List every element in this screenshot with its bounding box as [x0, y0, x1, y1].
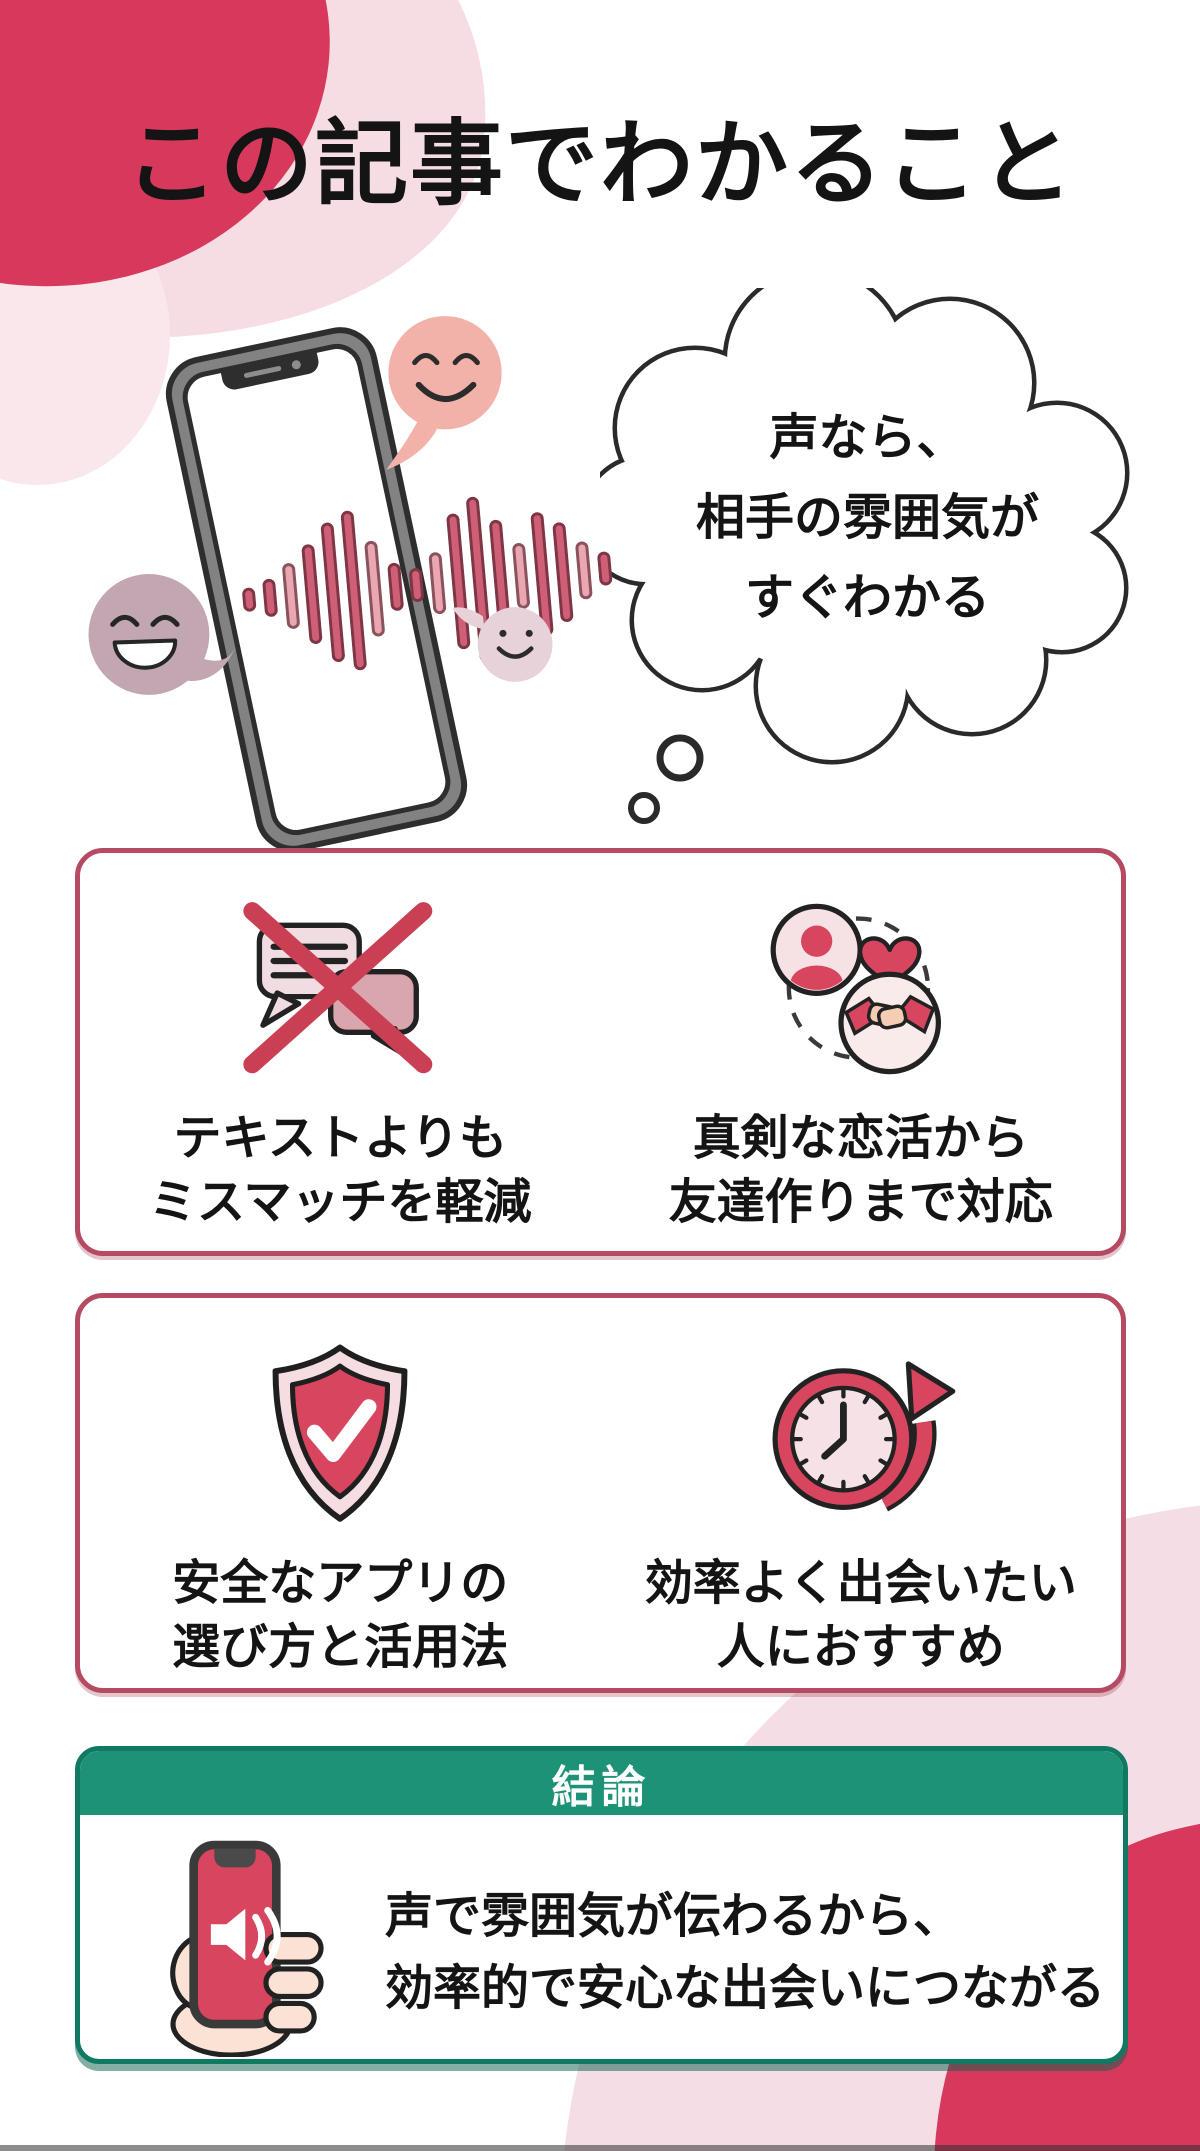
clock-arrow-icon [758, 1338, 963, 1530]
waveform-bar [301, 543, 323, 645]
conclusion-header-label: 結論 [551, 1763, 652, 1812]
waveform-bar [261, 578, 279, 618]
hand-phone-speaker-icon [142, 1831, 340, 2059]
match-heart-handshake-icon [761, 893, 961, 1085]
feature-text: 安全なアプリの 選び方と活用法 [172, 1557, 509, 1674]
smiley-bubble-mauve-icon [88, 574, 236, 695]
thought-line: 相手の雰囲気が [695, 491, 1039, 545]
waveform-bar [364, 540, 386, 638]
shield-check-icon [254, 1338, 426, 1530]
feature-card-2: 安全なアプリの 選び方と活用法 [75, 1293, 1126, 1693]
conclusion-header: 結論 [80, 1751, 1123, 1815]
page-title: この記事でわかること [125, 112, 1075, 216]
feature-card-1: テキストよりも ミスマッチを軽減 [75, 848, 1126, 1256]
feature-text: 効率よく出会いたい 人におすすめ [644, 1557, 1077, 1674]
feature-text: 真剣な恋活から 友達作りまで対応 [668, 1112, 1053, 1229]
waveform-bar [428, 551, 447, 615]
waveform-bar [241, 587, 257, 613]
waveform-bar [408, 567, 425, 603]
feature-item: テキストよりも ミスマッチを軽減 [80, 853, 601, 1251]
waveform-bar [387, 562, 405, 612]
no-text-chat-icon [238, 893, 443, 1085]
thought-bubble [600, 288, 1130, 824]
thought-bubble-text: 声なら、 相手の雰囲気が すぐわかる [640, 398, 1095, 638]
feature-text: テキストよりも ミスマッチを軽減 [148, 1112, 532, 1229]
phone-speaker [242, 365, 282, 379]
smiley-bubble-pink-icon [386, 316, 502, 470]
feature-item: 真剣な恋活から 友達作りまで対応 [601, 853, 1122, 1251]
waveform-bar [320, 522, 346, 663]
phone-camera-dot [290, 359, 302, 371]
conclusion-text: 声で雰囲気が伝わるから、 効率的で安心な出会いにつながる [385, 1890, 1106, 2015]
waveform-bar [281, 562, 301, 630]
bottom-edge-strip [0, 2145, 1200, 2151]
conclusion-card: 結論 声で雰囲気が伝わるから、 効率的で安心な出会いにつながる [75, 1746, 1128, 2064]
thought-line: 声なら、 [769, 411, 966, 465]
smiley-bubble-lightpink-icon [452, 607, 553, 682]
thought-line: すぐわかる [744, 571, 990, 625]
feature-item: 安全なアプリの 選び方と活用法 [80, 1298, 601, 1688]
phone-notch [219, 349, 321, 392]
waveform-bar [596, 551, 613, 587]
waveform-bar [574, 540, 593, 600]
feature-item: 効率よく出会いたい 人におすすめ [601, 1298, 1122, 1688]
waveform-bar [340, 510, 368, 671]
